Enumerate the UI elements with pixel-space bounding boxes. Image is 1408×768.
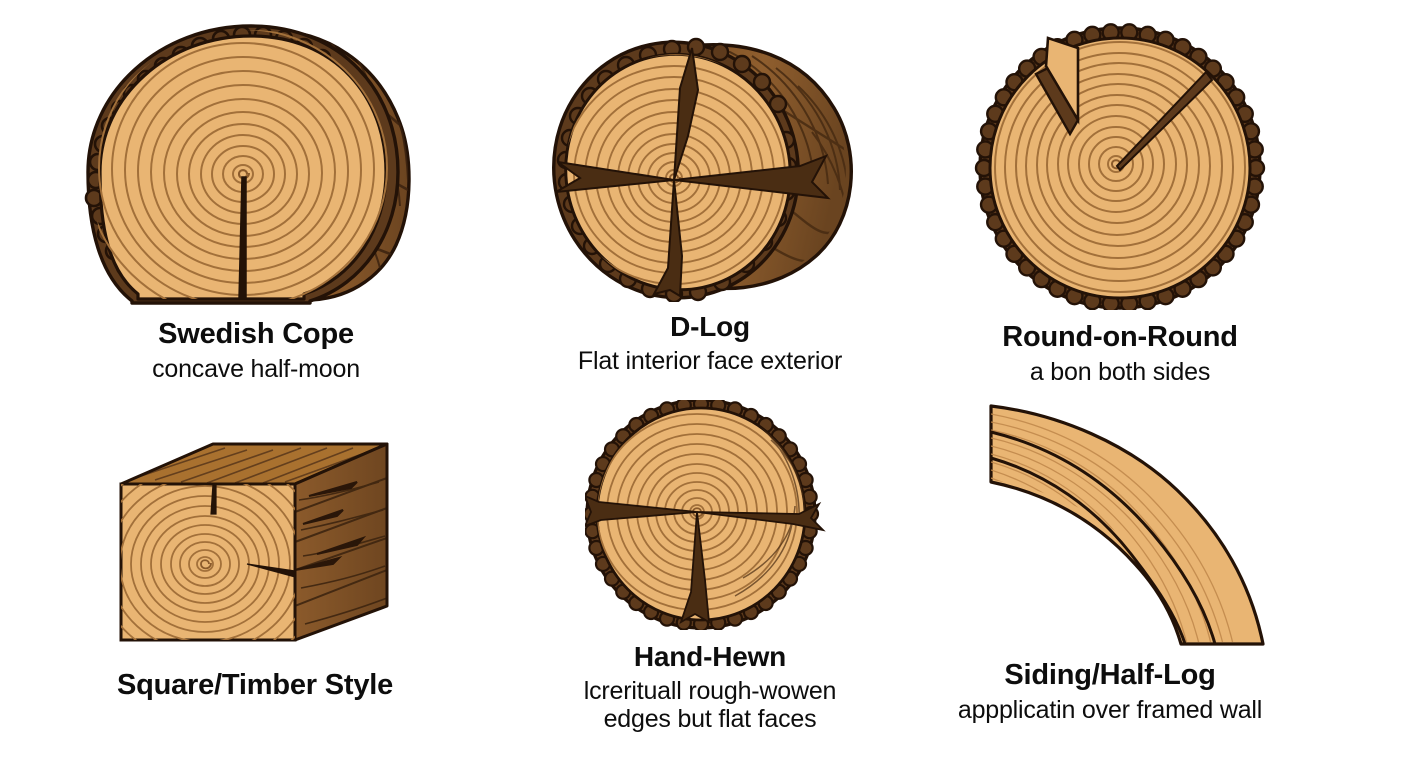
timber-square-beam-icon xyxy=(95,438,415,655)
log-end-hand-hewn-icon xyxy=(582,395,835,635)
log-end-face xyxy=(94,30,393,301)
log-end-face xyxy=(551,47,831,298)
timber-top-face xyxy=(121,444,387,484)
log-style-title: Hand-Hewn xyxy=(633,641,787,672)
timber-side-face xyxy=(295,444,387,640)
log-end-face xyxy=(583,406,826,624)
log-style-subtitle: Flat interior face exterior xyxy=(578,347,842,375)
log-style-title: Swedish Cope xyxy=(158,318,354,350)
log-style-subtitle: lcrerituall rough-wowen edges but flat f… xyxy=(583,677,837,734)
log-end-face xyxy=(988,36,1252,300)
log-end-swedish-cope-icon xyxy=(76,22,436,312)
log-crack xyxy=(1115,70,1214,172)
siding-band xyxy=(989,404,1265,646)
log-crack xyxy=(210,483,217,515)
caption-d-log: D-Log Flat interior face exterior xyxy=(578,311,842,375)
log-style-subtitle: appplicatin over framed wall xyxy=(958,696,1262,724)
log-style-subtitle: a bon both sides xyxy=(1002,358,1238,386)
caption-round-on-round: Round-on-Round a bon both sides xyxy=(1002,321,1238,386)
caption-hand-hewn: Hand-Hewn lcrerituall rough-wowen edges … xyxy=(583,641,837,734)
siding-seam xyxy=(989,430,1217,646)
log-crack-wedge xyxy=(1044,36,1080,125)
subtitle-line: Flat interior face exterior xyxy=(577,347,843,376)
log-style-card-swedish-cope[interactable]: Swedish Cope concave half-moon xyxy=(66,22,446,383)
log-end-round-on-round-icon xyxy=(970,20,1270,315)
log-style-title: Siding/Half-Log xyxy=(1004,659,1216,691)
subtitle-line: concave half-moon xyxy=(152,355,360,384)
log-style-title: Square/Timber Style xyxy=(116,669,394,701)
subtitle-line: appplicatin over framed wall xyxy=(957,696,1263,725)
log-style-card-d-log[interactable]: D-Log Flat interior face exterior xyxy=(520,32,900,375)
caption-square-timber: Square/Timber Style xyxy=(117,669,393,701)
log-style-card-siding-half-log[interactable]: Siding/Half-Log appplicatin over framed … xyxy=(910,398,1310,724)
log-style-card-square-timber[interactable]: Square/Timber Style xyxy=(60,438,450,701)
caption-swedish-cope: Swedish Cope concave half-moon xyxy=(152,318,360,383)
log-end-d-log-icon xyxy=(550,32,870,307)
timber-end-face xyxy=(119,482,297,642)
log-crack xyxy=(583,494,826,624)
log-style-card-round-on-round[interactable]: Round-on-Round a bon both sides xyxy=(950,20,1290,386)
log-style-title: Round-on-Round xyxy=(1002,321,1238,353)
caption-siding-half-log: Siding/Half-Log appplicatin over framed … xyxy=(958,659,1262,724)
log-crack xyxy=(555,47,831,298)
curved-siding-half-log-icon xyxy=(945,398,1275,653)
log-crack xyxy=(246,563,296,578)
log-style-subtitle: concave half-moon xyxy=(152,355,360,383)
subtitle-line: a bon both sides xyxy=(1029,358,1211,387)
log-style-title: D-Log xyxy=(670,311,750,342)
log-crack xyxy=(238,176,247,300)
log-style-card-hand-hewn[interactable]: Hand-Hewn lcrerituall rough-wowen edges … xyxy=(520,395,900,734)
subtitle-line: lcrerituall rough-wowen xyxy=(583,677,837,706)
subtitle-line: edges but flat faces xyxy=(603,705,817,734)
